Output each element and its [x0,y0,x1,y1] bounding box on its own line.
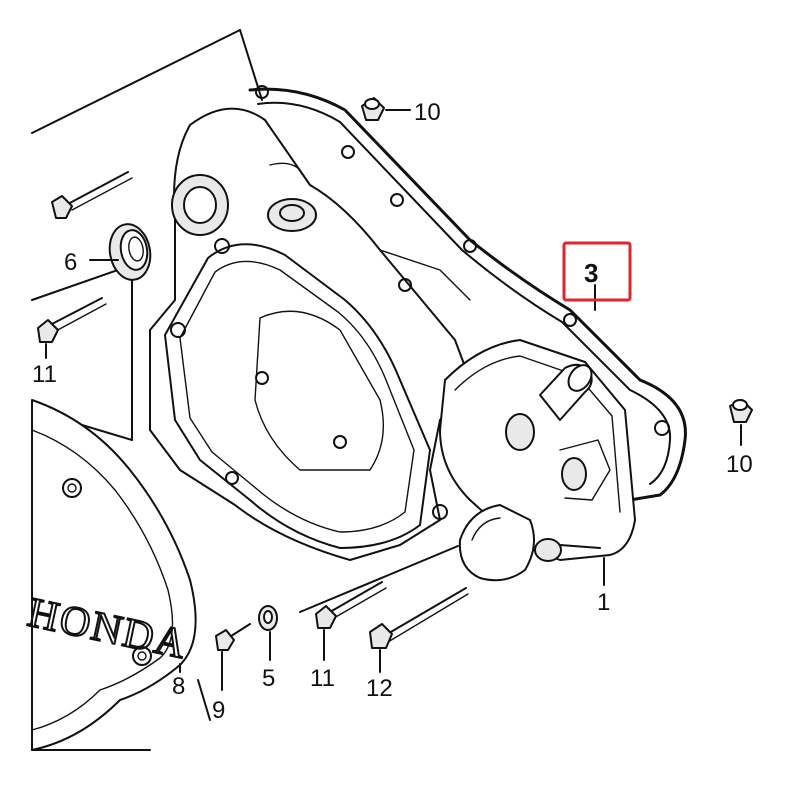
dowel-pin-part-10-top [361,97,385,121]
callout-11-left: 11 [32,361,57,388]
callout-labels: 10 6 11 3 10 1 8 9 5 11 12 [32,99,753,724]
callout-9: 9 [212,697,225,724]
leader-lines [45,109,742,691]
bolt-part-11-bottom [315,581,387,629]
bolt-part-9 [215,623,251,651]
callout-10-right: 10 [726,451,753,478]
right-crankcase-cover [149,107,471,561]
callout-6: 6 [64,249,77,276]
bolt-part-12 [369,587,469,649]
oil-seal-part-6 [108,223,152,281]
callout-1: 1 [597,589,610,616]
cover-gasket-part-3 [248,85,687,502]
callout-10-top: 10 [414,99,441,126]
washer-part-5 [258,605,278,631]
callout-3: 3 [584,258,598,288]
callout-11-bottom: 11 [310,665,335,692]
bolt-part-11-left [37,297,107,343]
water-pump-part-1 [439,339,636,582]
clutch-cover-part-8: HONDA [23,399,197,751]
callout-8: 8 [172,673,185,700]
bolt-upper-left [51,171,133,219]
dowel-pin-part-10-right [729,399,753,423]
highlight-box-part-3 [562,241,632,302]
callout-5: 5 [262,665,275,692]
callout-12: 12 [366,675,393,702]
